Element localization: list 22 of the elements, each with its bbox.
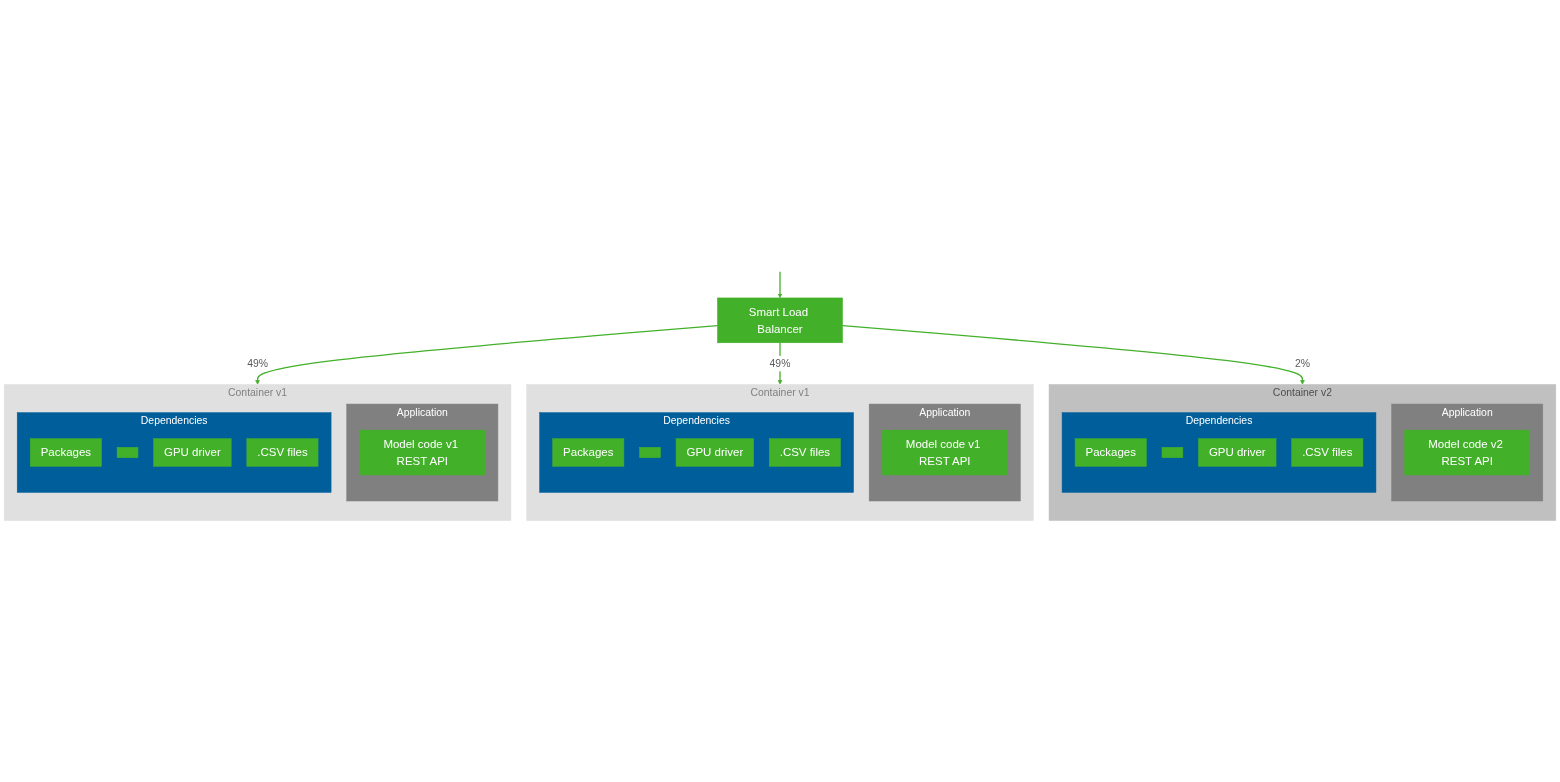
edge-label: 49% [247,357,268,370]
node-box: .CSV files [1291,438,1364,467]
node-box: GPU driver [1198,438,1277,467]
node-box [1161,447,1184,458]
node-box: Packages [29,438,102,467]
node-box: Model code v1 REST API [359,429,486,476]
node-box: Model code v2 REST API [1404,429,1530,476]
node-box: .CSV files [246,438,319,467]
arrow [255,324,719,385]
arrow [777,271,783,299]
edge-label: 49% [769,357,791,370]
node-box: Model code v1 REST API [881,429,1008,476]
node-box: Packages [1074,438,1147,467]
arrow [841,324,1305,385]
node-box [116,447,139,458]
node-box: GPU driver [153,438,232,467]
node-box [639,447,661,458]
node-box: Smart Load Balancer [717,297,843,344]
node-box: GPU driver [675,438,754,467]
edge-label: 2% [1294,357,1310,370]
node-box: Packages [552,438,625,467]
node-box: .CSV files [769,438,841,467]
